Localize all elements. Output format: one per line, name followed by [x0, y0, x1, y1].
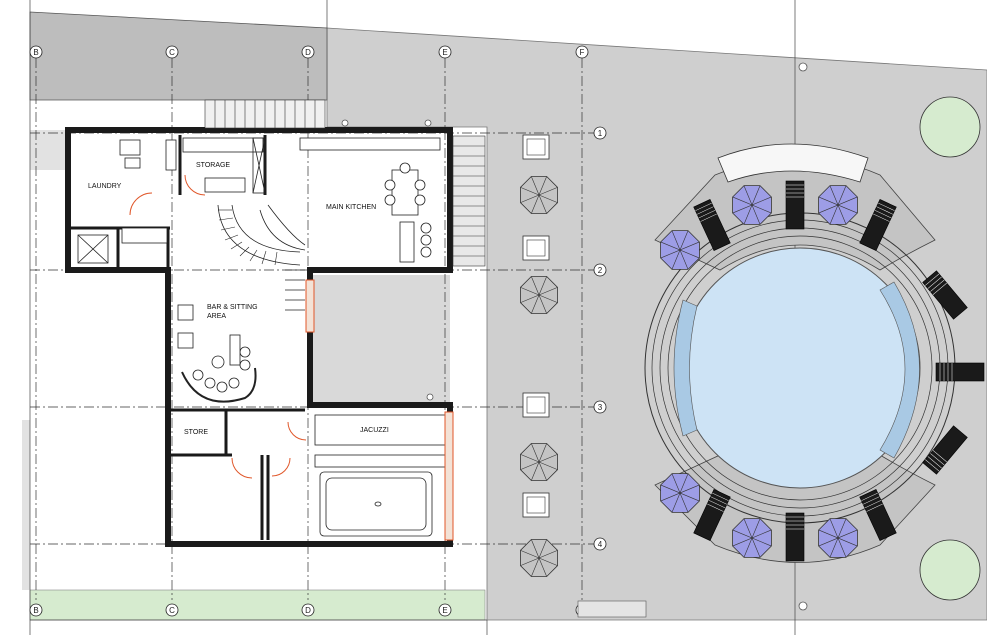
planter-box-icon	[522, 134, 550, 160]
patio-umbrella-icon	[818, 518, 858, 558]
grid-bubble-col-label: C	[169, 48, 175, 57]
sun-lounger-icon	[935, 362, 985, 382]
patio-umbrella-icon	[520, 443, 558, 481]
grid-bubble-col-B: B	[29, 45, 43, 59]
grid-bubble-col-F: F	[575, 45, 589, 59]
grid-bubble-row-1: 1	[593, 126, 607, 140]
trees	[919, 96, 981, 601]
jacuzzi-fixtures	[314, 414, 446, 537]
grid-bubble-row-label: 2	[598, 266, 603, 275]
kitchen-fixtures	[299, 137, 441, 263]
patio-umbrella-icon	[660, 230, 700, 270]
tree-canopy-icon	[919, 539, 981, 601]
grid-bubble-col-label: B	[33, 606, 38, 615]
building-walls	[65, 127, 453, 547]
upper-steps	[204, 99, 326, 129]
planter-box-icon	[522, 492, 550, 518]
patio-umbrella-icon	[660, 473, 700, 513]
sun-lounger-icon	[693, 489, 731, 541]
sun-lounger-icon	[922, 270, 968, 320]
patio-umbrella-icon	[520, 276, 558, 314]
bar-fixtures	[177, 304, 257, 403]
room-labels: LAUNDRY STORAGE MAIN KITCHEN BAR & SITTI…	[88, 162, 389, 436]
room-label-laundry: LAUNDRY	[88, 183, 122, 190]
pool-items	[660, 180, 985, 562]
room-label-store: STORE	[184, 429, 208, 436]
grid-bubble-col-label: D	[305, 48, 311, 57]
pool-shallow-right	[879, 281, 920, 459]
planter-box-icon	[522, 235, 550, 261]
laundry-fixtures	[77, 139, 177, 264]
grid-bubble-col-label: C	[169, 606, 175, 615]
room-label-bar-line2: AREA	[207, 313, 226, 320]
exterior-steps	[452, 135, 486, 267]
room-label-main-kitchen: MAIN KITCHEN	[326, 204, 376, 211]
room-label-jacuzzi: JACUZZI	[360, 427, 389, 434]
patio-umbrella-icon	[732, 185, 772, 225]
stair-treads	[218, 209, 278, 266]
grid-bubble-col-label: E	[442, 606, 447, 615]
sun-lounger-icon	[693, 199, 731, 251]
grid-bubbles: BBCCDDEEFF1234	[29, 45, 607, 617]
deck-markers	[341, 62, 808, 611]
room-label-storage: STORAGE	[196, 162, 230, 169]
sun-lounger-icon	[785, 512, 805, 562]
pool-ring-4	[667, 235, 933, 501]
pool-bench-arc	[717, 143, 869, 183]
grid-bubble-col-E: E	[438, 603, 452, 617]
grid-bubble-col-label: F	[580, 48, 585, 57]
deck-items	[520, 134, 558, 577]
grid-bubble-col-B: B	[29, 603, 43, 617]
patio-umbrella-icon	[818, 185, 858, 225]
left-side-strip-2	[22, 420, 30, 590]
grid-bubble-row-label: 4	[598, 540, 603, 549]
upper-roof-strip	[29, 11, 328, 101]
spiral-staircase	[217, 204, 306, 311]
sun-lounger-icon	[922, 425, 968, 475]
planter-box-icon	[522, 392, 550, 418]
corridor-floor	[310, 275, 450, 405]
patio-umbrella-icon	[520, 176, 558, 214]
lower-lawn-strip	[29, 589, 486, 621]
grid-bubble-col-D: D	[301, 45, 315, 59]
storage-shelving	[182, 137, 266, 194]
door-swings	[129, 174, 454, 541]
room-label-bar-line1: BAR & SITTING	[207, 304, 258, 311]
grid-bubble-row-label: 1	[598, 129, 603, 138]
grid-bubble-row-2: 2	[593, 263, 607, 277]
sun-lounger-icon	[859, 199, 897, 251]
patio-umbrella-icon	[520, 539, 558, 577]
grid-bubble-col-label: E	[442, 48, 447, 57]
pool-area	[644, 143, 956, 563]
tree-canopy-icon	[919, 96, 981, 158]
pool-shallow-left	[673, 299, 698, 437]
grid-bubble-row-4: 4	[593, 537, 607, 551]
grid-bubble-col-C: C	[165, 603, 179, 617]
sun-lounger-icon	[785, 180, 805, 230]
grid-bubble-col-C: C	[165, 45, 179, 59]
sun-lounger-icon	[859, 489, 897, 541]
grid-bubble-row-label: 3	[598, 403, 603, 412]
grid-bubble-row-3: 3	[593, 400, 607, 414]
grid-bubble-col-label: D	[305, 606, 311, 615]
grid-bubble-col-E: E	[438, 45, 452, 59]
patio-umbrella-icon	[732, 518, 772, 558]
north-arrow-box	[577, 600, 647, 618]
grid-bubble-col-D: D	[301, 603, 315, 617]
grid-bubble-col-label: B	[33, 48, 38, 57]
